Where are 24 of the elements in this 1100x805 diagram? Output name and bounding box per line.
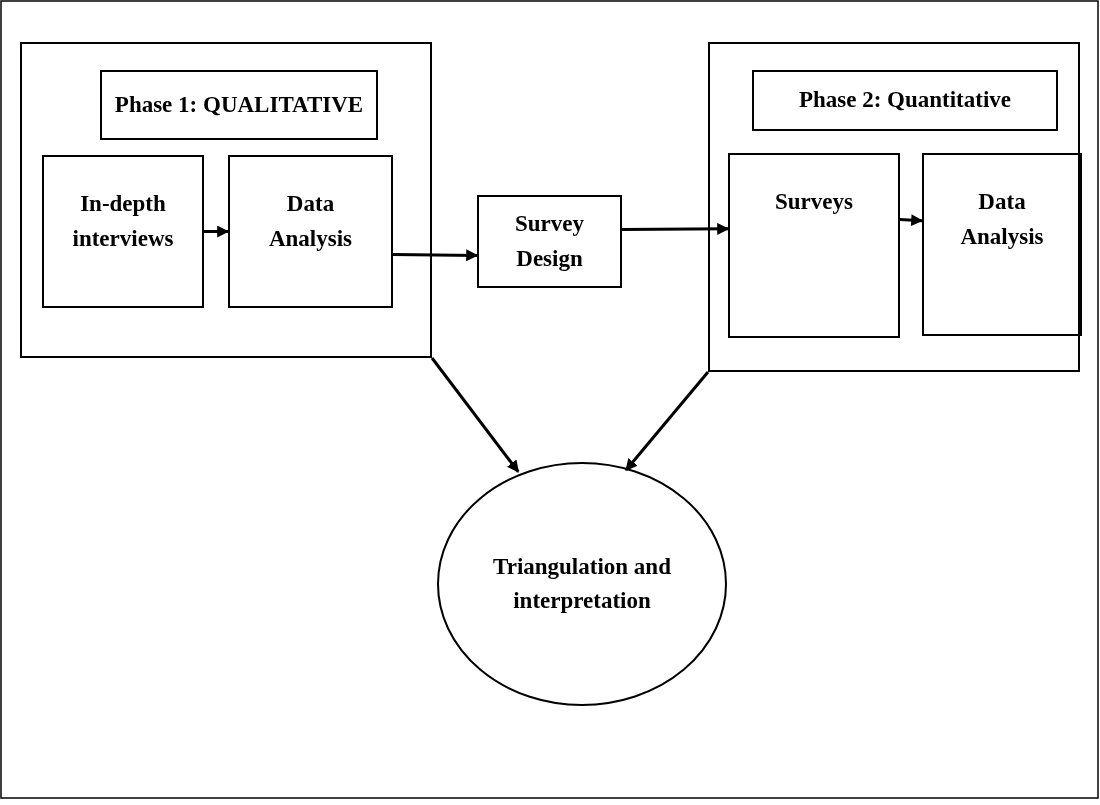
node-label: In-depth interviews	[71, 190, 175, 253]
node-label: Survey Design	[514, 210, 585, 273]
process-box	[477, 195, 622, 288]
process-box	[100, 70, 378, 140]
node-label: Surveys	[774, 188, 854, 216]
phase-container	[20, 42, 432, 358]
node-label: Data Analysis	[959, 188, 1045, 251]
arrow	[899, 214, 924, 227]
process-box	[42, 155, 204, 308]
arrow	[624, 371, 710, 471]
node-label: Data Analysis	[267, 190, 354, 253]
arrow	[622, 222, 730, 235]
node-label: Triangulation and interpretation	[492, 552, 672, 615]
arrow	[430, 357, 520, 473]
arrow	[393, 249, 479, 262]
process-box	[728, 153, 900, 338]
process-box	[922, 153, 1082, 336]
arrow	[204, 225, 230, 238]
process-box	[752, 70, 1058, 131]
phase-container	[708, 42, 1080, 372]
node-label: Phase 1: QUALITATIVE	[113, 90, 365, 119]
ellipse-node	[437, 462, 727, 706]
node-label: Phase 2: Quantitative	[797, 86, 1013, 115]
process-box	[228, 155, 393, 308]
